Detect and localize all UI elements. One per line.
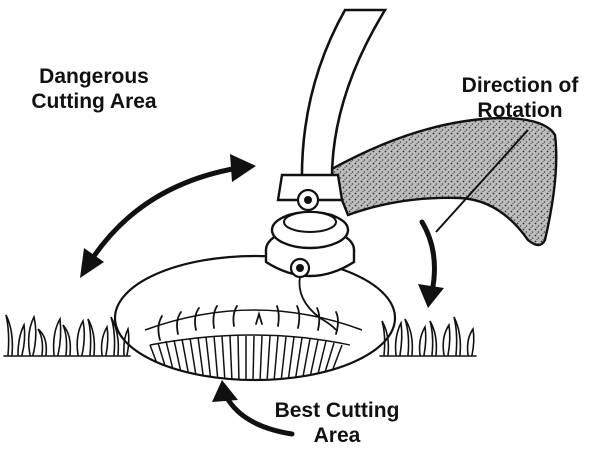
cutting-path-ellipse (113, 254, 397, 382)
danger-double-arrow (80, 154, 256, 278)
trimmer-line (298, 275, 337, 331)
danger-label-line1: Dangerous (39, 65, 149, 88)
left-grass-tuft (3, 314, 131, 357)
right-grass-tuft (379, 316, 477, 357)
best-label-line1: Best Cutting (274, 399, 400, 422)
inner-grass-blades (157, 305, 339, 341)
best-label-line2: Area (313, 424, 361, 447)
debris-guard (328, 116, 558, 247)
direction-of-rotation-label: Direction of Rotation (446, 73, 594, 123)
shaft-clamp (276, 173, 344, 202)
dangerous-cutting-area-label: Dangerous Cutting Area (8, 64, 180, 114)
best-cutting-area-label: Best Cutting Area (258, 398, 416, 448)
rotation-leader-line (435, 129, 529, 233)
rotation-label-line2: Rotation (477, 99, 563, 122)
danger-label-line2: Cutting Area (31, 90, 157, 113)
trimmer-head (264, 210, 356, 279)
rotation-arrow (418, 219, 444, 308)
rotation-label-line1: Direction of (461, 74, 579, 97)
best-area-arrow (212, 380, 295, 437)
inner-cutting-arc (144, 309, 363, 331)
